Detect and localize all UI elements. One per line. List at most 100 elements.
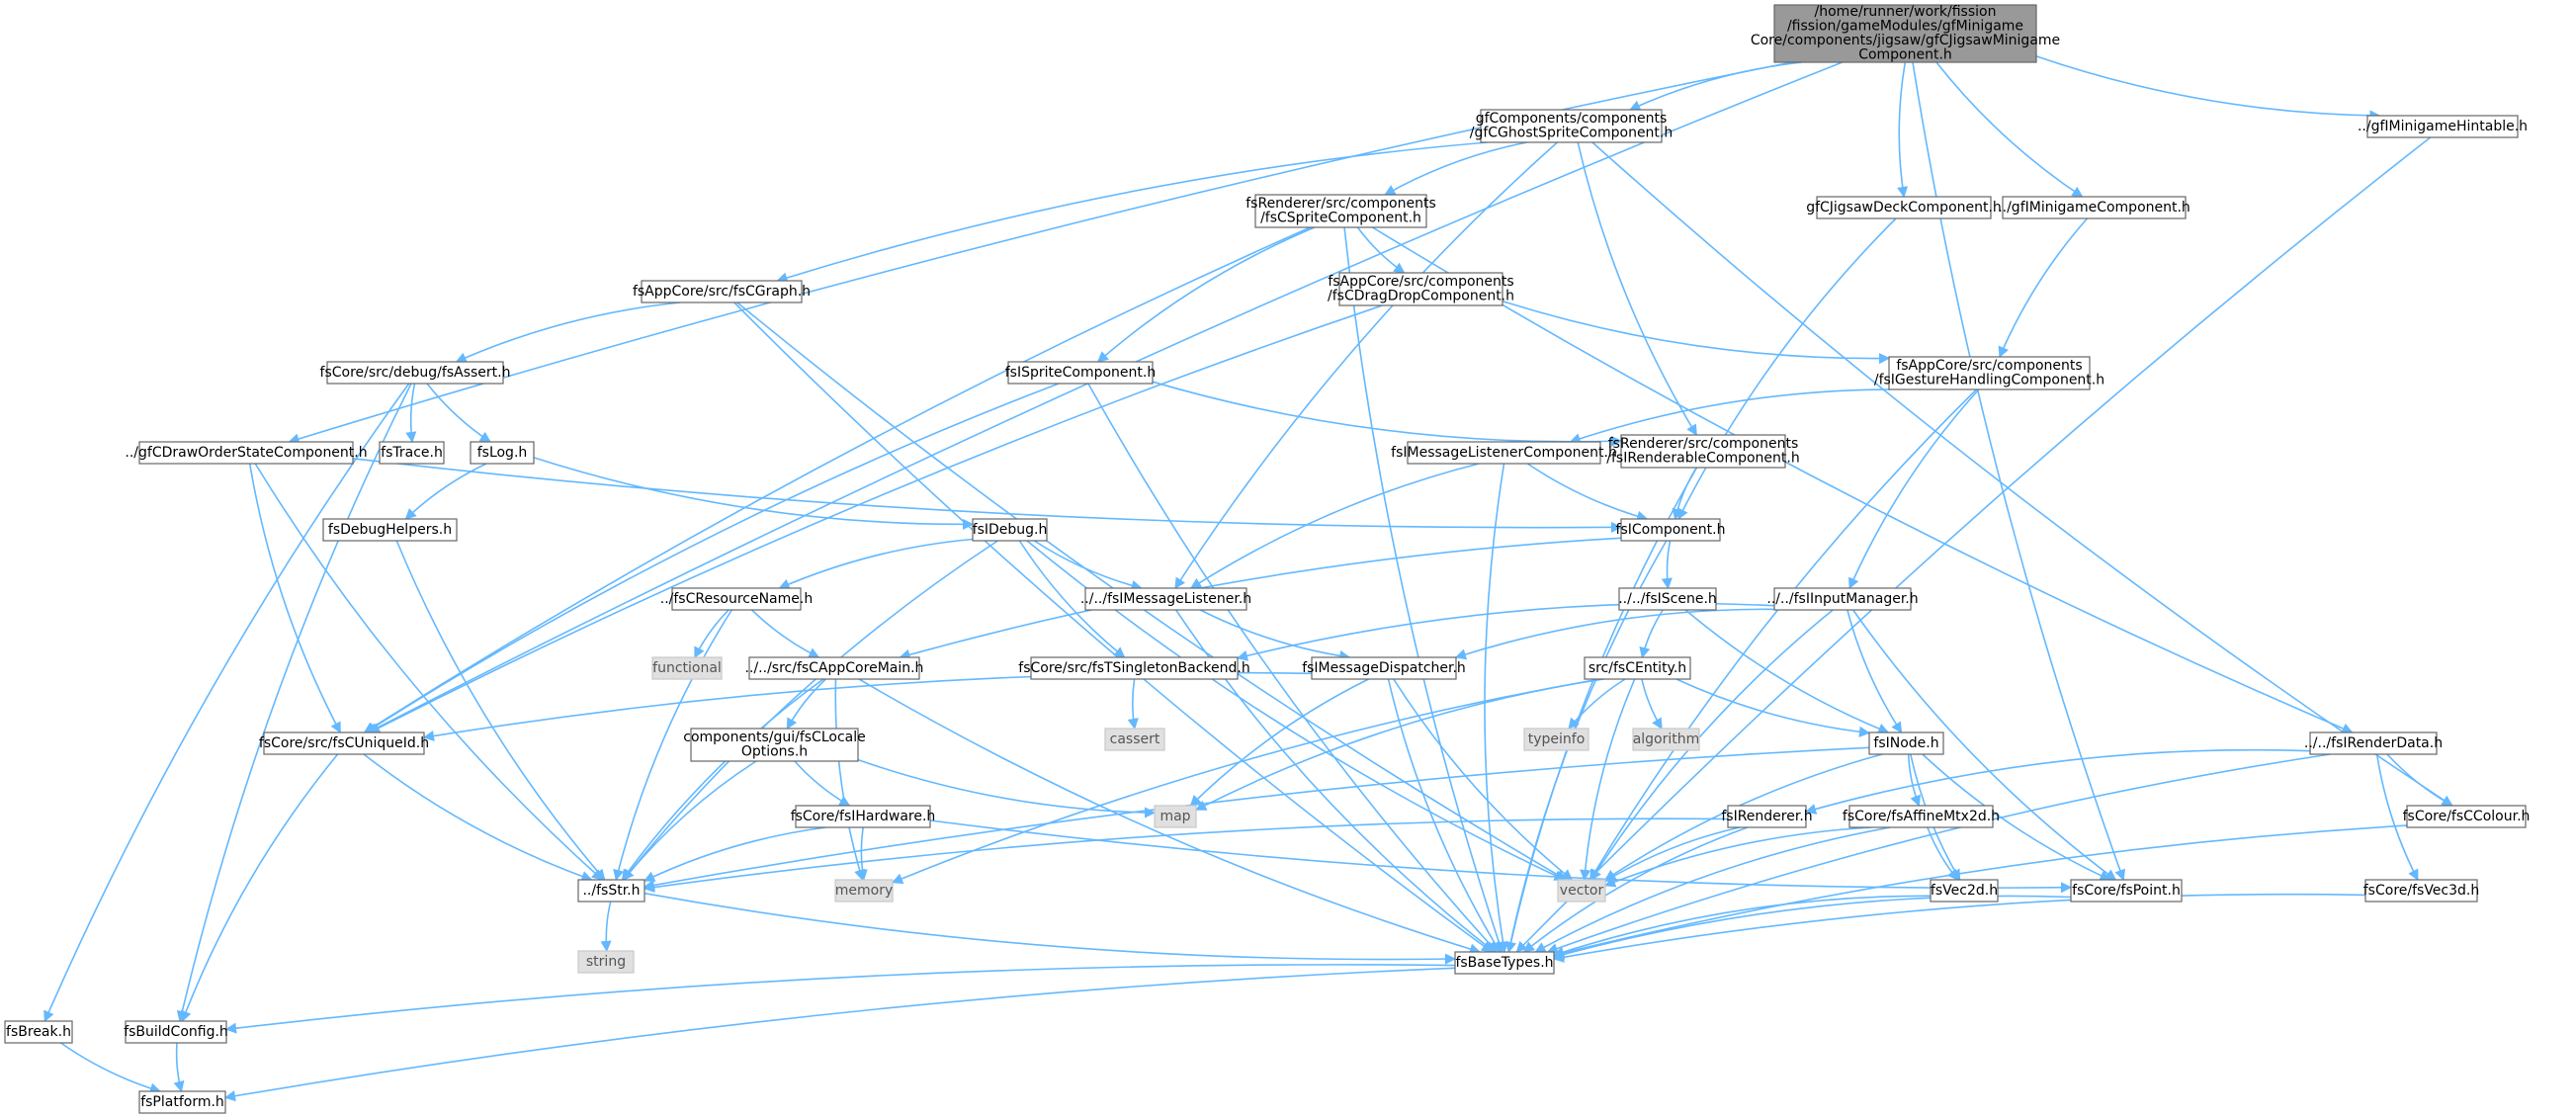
node-uniqueid[interactable]: fsCore/src/fsCUniqueId.h [259, 731, 429, 755]
node-assert[interactable]: fsCore/src/debug/fsAssert.h [320, 361, 511, 385]
node-box [577, 950, 635, 974]
edge-break-to-platform [60, 1042, 162, 1094]
node-root[interactable]: /home/runner/work/fission/fission/gameMo… [1751, 4, 2060, 63]
edge-irenderer-to-fsstr [643, 817, 1729, 894]
node-renderable[interactable]: fsRenderer/src/components/fsIRenderableC… [1606, 434, 1800, 469]
node-label: fsIRenderer.h [1721, 809, 1812, 824]
node-fsstr[interactable]: ../fsStr.h [577, 879, 645, 903]
node-label: fsRenderer/src/components [1608, 436, 1799, 452]
edge-assert-to-buildconfig [176, 383, 412, 1023]
edge-log-to-debughelpers [404, 463, 487, 520]
node-typeinfo: typeinfo [1523, 728, 1589, 751]
node-irenderer[interactable]: fsIRenderer.h [1721, 805, 1813, 828]
edge-colour-to-basetypes [1552, 824, 2408, 959]
node-idebug[interactable]: fsIDebug.h [972, 518, 1048, 542]
edge-dragdrop-to-uniqueid [369, 304, 1383, 733]
node-box [1154, 805, 1197, 828]
edge-spritecomp-to-basetypes [1343, 226, 1504, 954]
node-hintable[interactable]: ../gfIMinigameHintable.h [2358, 115, 2528, 138]
edge-irenderer-to-vector [1604, 826, 1741, 883]
node-colour[interactable]: fsCore/fsCColour.h [2403, 805, 2531, 828]
node-msgdisp[interactable]: fsIMessageDispatcher.h [1302, 656, 1466, 680]
node-label: fsLog.h [477, 445, 528, 461]
edge-inode-to-point [1922, 753, 2111, 881]
edge-buildconfig-to-platform [173, 1042, 185, 1093]
node-spritecomp[interactable]: fsRenderer/src/components/fsCSpriteCompo… [1245, 194, 1436, 228]
node-msglistener[interactable]: ../../fsIMessageListener.h [1080, 587, 1251, 611]
edge-spritecomp-to-renderdata [1372, 226, 2354, 734]
node-gfimini[interactable]: ../gfIMinigameComponent.h [1998, 196, 2190, 219]
edge-icomponent-to-iscene [1661, 540, 1673, 590]
node-isprite[interactable]: fsISpriteComponent.h [1005, 361, 1156, 385]
node-box [1407, 441, 1601, 465]
node-debughelpers[interactable]: fsDebugHelpers.h [322, 518, 458, 542]
node-box [1632, 728, 1700, 751]
edge-msglistener-to-msgdisp [1199, 609, 1351, 662]
node-label: fsPlatform.h [140, 1094, 224, 1110]
edge-locale-to-fsstr [623, 760, 757, 881]
node-gesture[interactable]: fsAppCore/src/components/fsIGestureHandl… [1874, 356, 2104, 390]
node-affine[interactable]: fsCore/fsAffineMtx2d.h [1843, 805, 2000, 828]
node-trace[interactable]: fsTrace.h [379, 441, 445, 465]
node-dragdrop[interactable]: fsAppCore/src/components/fsCDragDropComp… [1328, 272, 1514, 306]
edge-icomponent-to-appcoremain [899, 537, 1622, 660]
edge-affine-to-vec2d [1927, 826, 1959, 881]
node-label: /fsIRenderableComponent.h [1606, 451, 1799, 467]
node-ghost[interactable]: gfComponents/components/gfCGhostSpriteCo… [1470, 109, 1674, 143]
node-box [1338, 272, 1503, 306]
edge-affine-to-vector [1603, 826, 1872, 888]
node-resname[interactable]: ../fsCResourceName.h [660, 587, 813, 611]
edge-msglistcomp-to-msglistener [1189, 463, 1480, 589]
node-basetypes[interactable]: fsBaseTypes.h [1454, 951, 1555, 975]
node-label: fsCore/fsCColour.h [2403, 809, 2531, 824]
node-box [125, 1020, 227, 1044]
edge-root-to-jigdeck [1897, 61, 1909, 199]
edge-spritecomp-to-uniqueid [363, 226, 1311, 733]
node-label: /gfCGhostSpriteComponent.h [1470, 126, 1674, 141]
node-label: ../gfCDrawOrderStateComponent.h [125, 445, 367, 461]
edge-msglistcomp-to-icomponent [1526, 463, 1649, 522]
node-point[interactable]: fsCore/fsPoint.h [2070, 879, 2183, 903]
node-centity[interactable]: src/fsCEntity.h [1584, 656, 1691, 680]
edge-spritecomp-to-dragdrop [1356, 226, 1406, 274]
node-vec3d[interactable]: fsCore/fsVec3d.h [2363, 879, 2479, 903]
node-singleton[interactable]: fsCore/src/fsTSingletonBackend.h [1018, 656, 1250, 680]
node-inode[interactable]: fsINode.h [1868, 731, 1944, 755]
node-inputmgr[interactable]: ../../fsIInputManager.h [1766, 587, 1919, 611]
node-iscene[interactable]: ../../fsIScene.h [1618, 587, 1717, 611]
edge-ghost-to-msglistener [1174, 141, 1558, 589]
edge-vec3d-to-basetypes [1552, 893, 2366, 963]
node-vec2d[interactable]: fsVec2d.h [1930, 879, 1999, 903]
node-box [1618, 587, 1717, 611]
node-log[interactable]: fsLog.h [470, 441, 535, 465]
node-label: ../fsCResourceName.h [660, 591, 813, 607]
node-hardware[interactable]: fsCore/fsIHardware.h [791, 805, 936, 828]
node-label: fsAppCore/src/fsCGraph.h [633, 284, 811, 300]
node-box [1930, 879, 1999, 903]
node-appcoremain[interactable]: ../../src/fsCAppCoreMain.h [745, 656, 924, 680]
edge-locale-to-map [857, 758, 1157, 818]
edge-gesture-to-msglistcomp [1569, 388, 1890, 445]
edge-assert-to-break [43, 383, 410, 1023]
node-icomponent[interactable]: fsIComponent.h [1616, 518, 1726, 542]
node-label: gfComponents/components [1476, 111, 1668, 127]
node-label: fsIDebug.h [973, 522, 1048, 538]
node-platform[interactable]: fsPlatform.h [138, 1090, 226, 1114]
edge-resname-to-appcoremain [751, 609, 820, 658]
node-drawstate[interactable]: ../gfCDrawOrderStateComponent.h [125, 441, 368, 465]
node-msglistcomp[interactable]: fsIMessageListenerComponent.h [1391, 441, 1617, 465]
node-label: ../gfIMinigameHintable.h [2358, 119, 2528, 134]
edge-assert-to-trace [405, 383, 417, 444]
node-box [1848, 805, 1994, 828]
node-label: fsIMessageListenerComponent.h [1391, 445, 1617, 461]
node-break[interactable]: fsBreak.h [4, 1020, 73, 1044]
edge-ghost-to-renderable [1577, 141, 1697, 436]
edge-fsstr-to-basetypes [644, 892, 1457, 965]
node-label: ../../fsIInputManager.h [1766, 591, 1918, 607]
node-cgraph[interactable]: fsAppCore/src/fsCGraph.h [633, 280, 811, 303]
node-jigdeck[interactable]: gfCJigsawDeckComponent.h [1806, 196, 2002, 219]
edge-ghost-to-colour [1591, 141, 2453, 807]
node-renderdata[interactable]: ../../fsIRenderData.h [2304, 731, 2443, 755]
node-buildconfig[interactable]: fsBuildConfig.h [124, 1020, 228, 1044]
